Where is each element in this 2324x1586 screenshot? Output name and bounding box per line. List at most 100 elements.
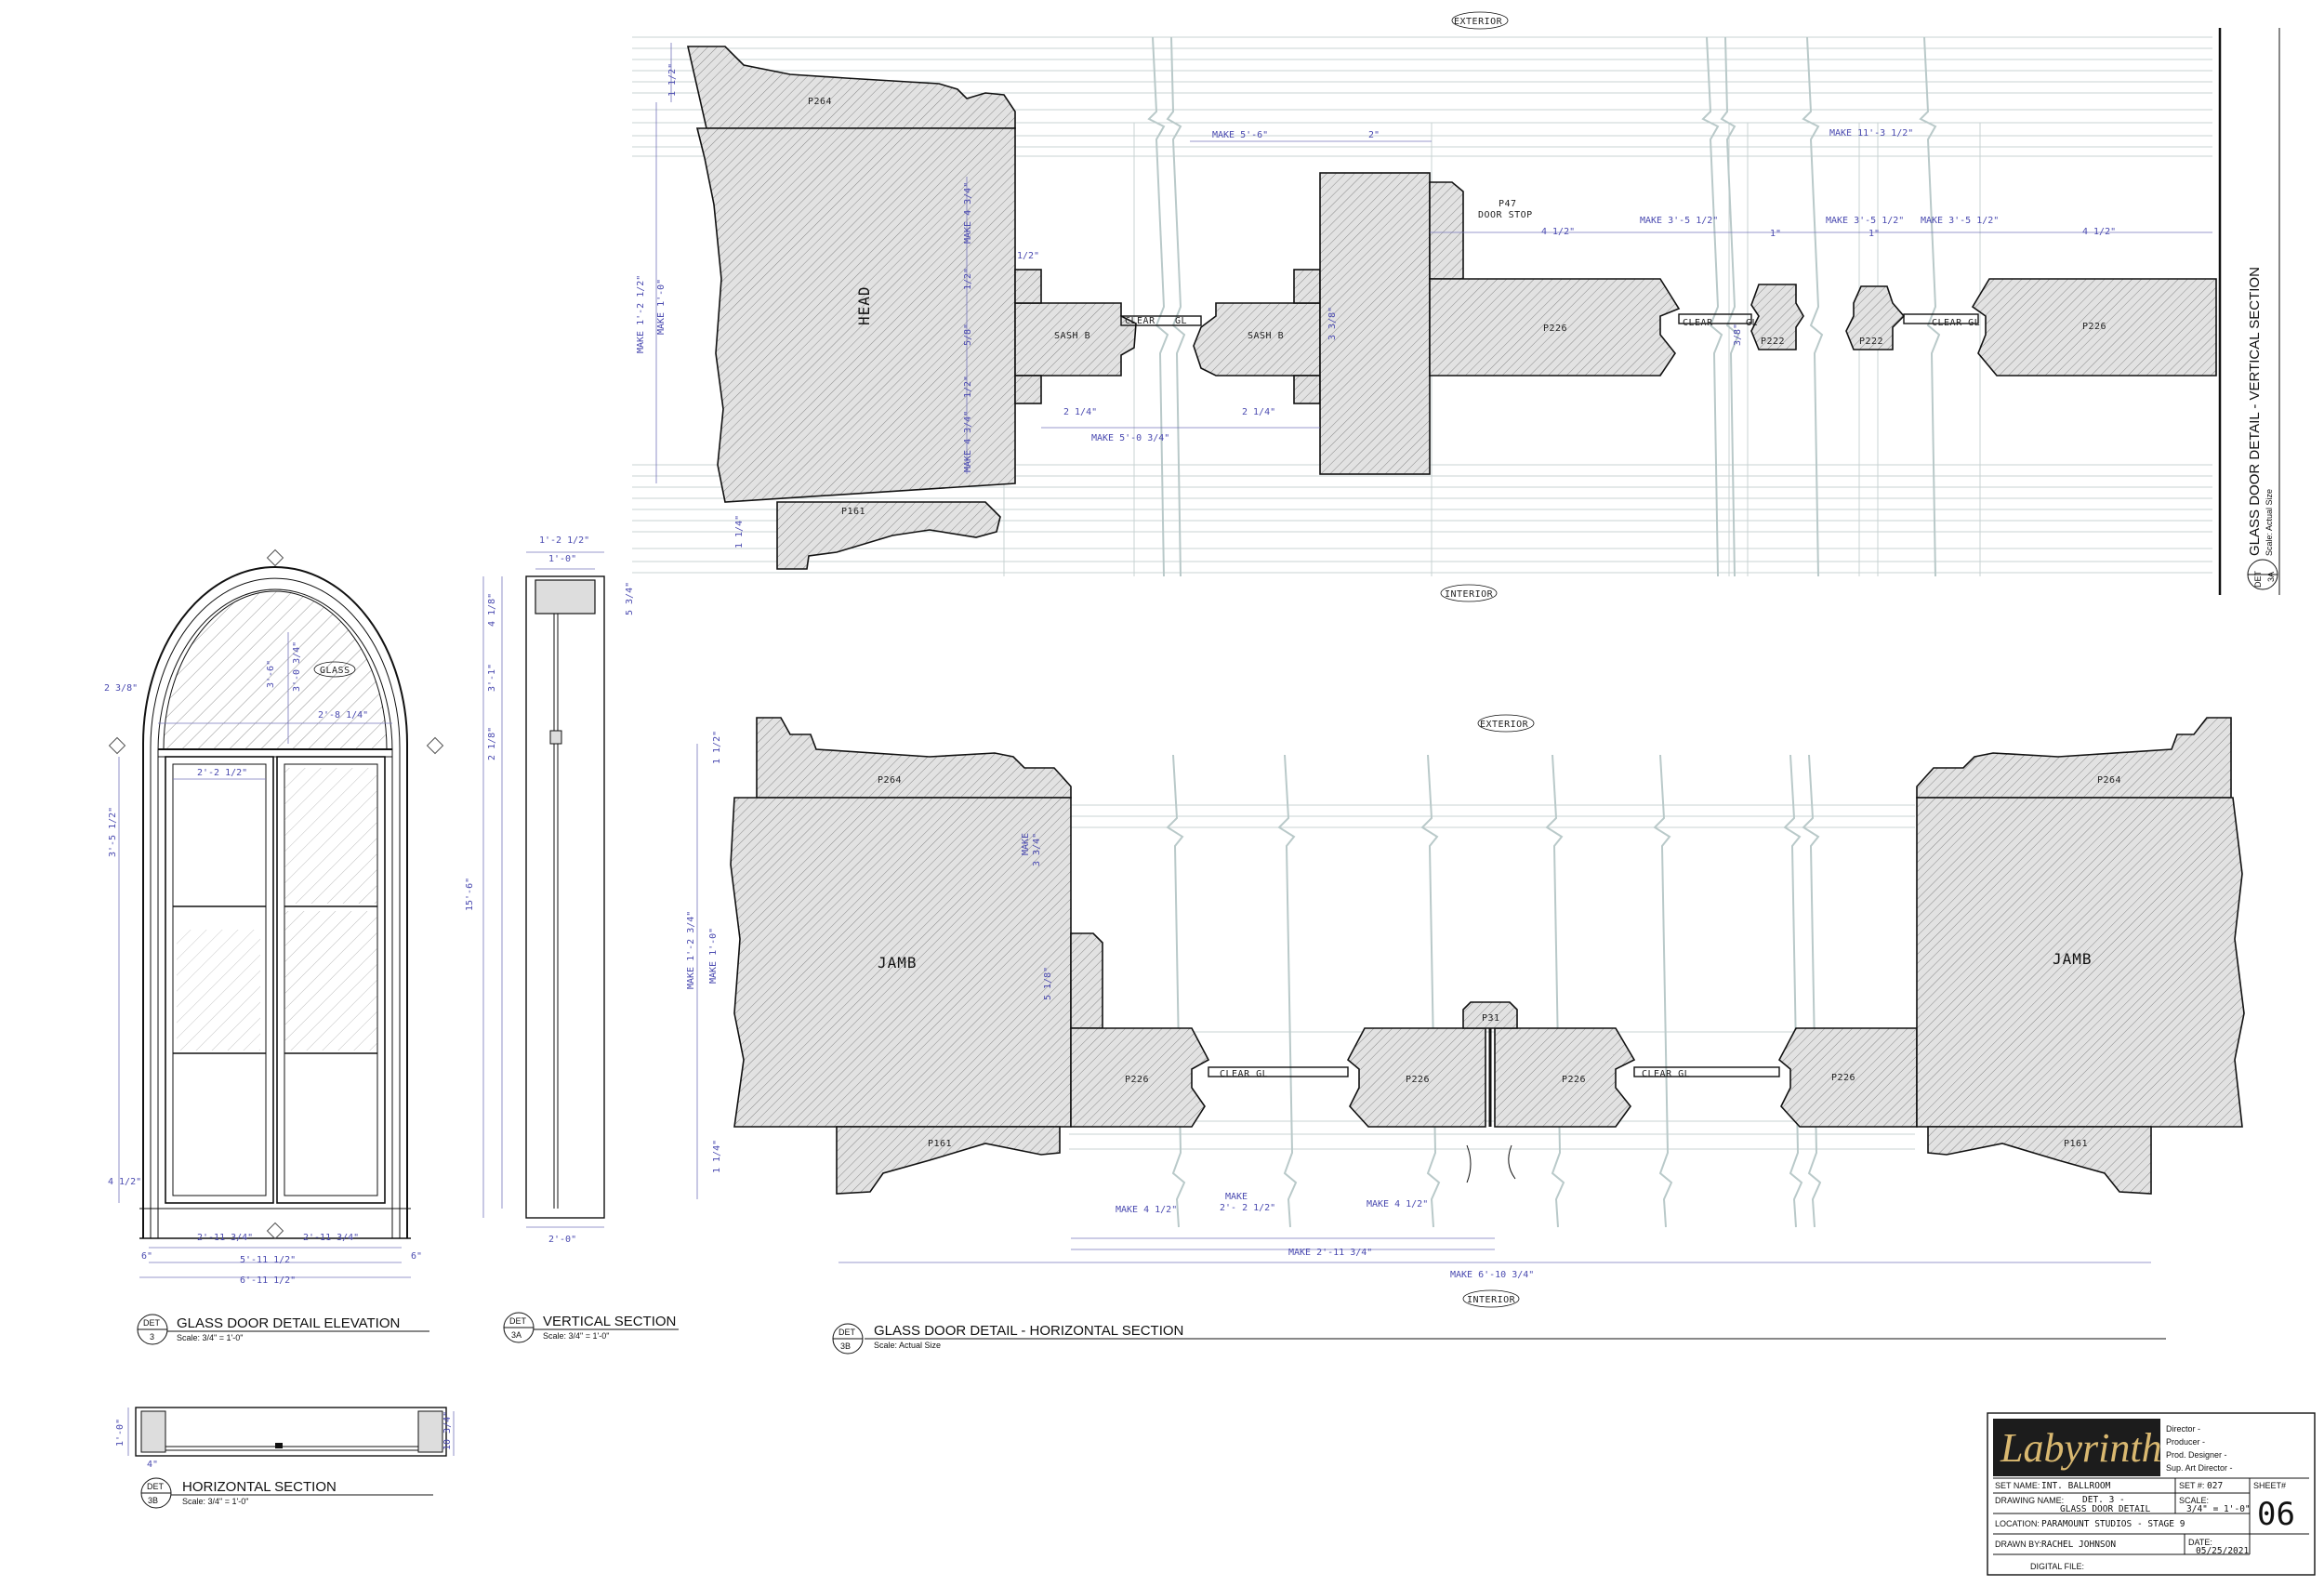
p264-right xyxy=(1916,717,2232,799)
p161-molding xyxy=(776,501,1001,570)
label-clear-gl-h2: CLEAR GL xyxy=(1642,1069,1690,1079)
elevation-scale: Scale: 3/4" = 1'-0" xyxy=(177,1333,243,1342)
label-sash-b-2: SASH B xyxy=(1248,331,1284,341)
dim-el-4-1-2: 4 1/2" xyxy=(108,1177,141,1187)
dim-el-2-8-1-4: 2'-8 1/4" xyxy=(318,710,368,720)
dim-2-1-4-a: 2 1/4" xyxy=(1063,407,1097,417)
jamb-left xyxy=(730,797,1072,1128)
dim-hs-1-0: 1'-0" xyxy=(115,1419,125,1447)
dim-el-5-11-1-2: 5'-11 1/2" xyxy=(240,1255,296,1265)
dim-h-make-2-a: MAKE xyxy=(1225,1192,1248,1202)
horizontal-section-small: 1'-0" 10 3/4" 4" DET 3B HORIZONTAL SECTI… xyxy=(115,1407,455,1509)
label-gl-2: GL xyxy=(1746,318,1758,328)
p226-piece-3 xyxy=(1494,1027,1636,1128)
label-p264: P264 xyxy=(808,97,832,107)
dim-vs-2-1-8: 2 1/8" xyxy=(487,727,497,760)
glass-strip-2 xyxy=(1678,313,1752,324)
dim-4-1-2-b: 4 1/2" xyxy=(2082,227,2116,237)
dim-vs-3-1: 3'-1" xyxy=(487,664,497,692)
dim-1-b: 1" xyxy=(1868,229,1880,239)
dim-make-3-5-1-2-a: MAKE 3'-5 1/2" xyxy=(1640,216,1718,226)
dim-1-1-2: 1 1/2" xyxy=(667,63,678,97)
p31-astragal xyxy=(1462,1001,1518,1029)
det-top-3a: DET xyxy=(2253,570,2263,588)
p161-left xyxy=(836,1126,1061,1195)
dim-el-6-11-1-2: 6'-11 1/2" xyxy=(240,1275,296,1286)
break-lines xyxy=(1166,754,1822,1228)
label-p47: P47 xyxy=(1499,199,1517,209)
p264-molding xyxy=(686,46,1016,129)
tb-location: PARAMOUNT STUDIOS - STAGE 9 xyxy=(2041,1519,2185,1529)
tb-scale: 3/4" = 1'-0" xyxy=(2186,1504,2251,1514)
dim-1-2-b: 1/2" xyxy=(963,268,973,290)
dim-vs-1-2-1-2: 1'-2 1/2" xyxy=(539,535,589,546)
det-top-vs: DET xyxy=(509,1316,527,1326)
stop-left xyxy=(1070,932,1103,1029)
dim-vs-2-0: 2'-0" xyxy=(548,1235,576,1245)
label-glass: GLASS xyxy=(320,666,350,676)
label-jamb-r: JAMB xyxy=(2053,950,2093,968)
tb-set-no-label: SET #: xyxy=(2179,1481,2204,1490)
label-clear-1: CLEAR xyxy=(1125,316,1155,326)
tb-prod-designer: Prod. Designer - xyxy=(2166,1450,2227,1460)
dim-h-make-1-0: MAKE 1'-0" xyxy=(708,928,719,984)
label-p31: P31 xyxy=(1482,1013,1500,1024)
dim-h-make-4-1-2-b: MAKE 4 1/2" xyxy=(1367,1199,1428,1209)
logo: Labyrinth xyxy=(2000,1425,2162,1471)
tb-director: Director - xyxy=(2166,1424,2200,1434)
dim-el-6-a: 6" xyxy=(141,1251,152,1262)
label-p264-l: P264 xyxy=(878,775,902,786)
dim-2-1-4-b: 2 1/4" xyxy=(1242,407,1275,417)
p222-1 xyxy=(1750,284,1804,350)
tb-producer: Producer - xyxy=(2166,1437,2205,1447)
label-clear-gl-3: CLEAR GL xyxy=(1932,318,1980,328)
horizontal-section-detail: P264 P264 JAMB JAMB P161 P161 P226 P226 … xyxy=(686,714,2245,1355)
label-head: HEAD xyxy=(855,285,873,325)
glass-strip-1 xyxy=(1120,315,1202,326)
dim-h-1-1-2: 1 1/2" xyxy=(712,731,722,764)
glass-strip-h2 xyxy=(1633,1066,1780,1077)
p226-rail-1 xyxy=(1429,278,1681,377)
label-p161-r: P161 xyxy=(2064,1139,2088,1149)
dim-h-make-6-10-3-4: MAKE 6'-10 3/4" xyxy=(1450,1270,1534,1280)
dim-h-make-1-2-3-4: MAKE 1'-2 3/4" xyxy=(686,911,696,989)
tb-sheet-no: 06 xyxy=(2257,1496,2295,1533)
tb-drawing-name-2: GLASS DOOR DETAIL xyxy=(2060,1504,2151,1514)
dim-hs-10-3-4: 10 3/4" xyxy=(442,1411,453,1450)
stop-top-2 xyxy=(1293,269,1321,304)
dim-el-3-5-1-2: 3'-5 1/2" xyxy=(108,807,118,857)
vertical-small-title: VERTICAL SECTION xyxy=(543,1314,676,1329)
label-p226-4: P226 xyxy=(1831,1073,1855,1083)
p161-right xyxy=(1927,1126,2152,1195)
dim-hs-4: 4" xyxy=(147,1460,158,1470)
p222-2 xyxy=(1845,285,1906,350)
horizontal-small-title-block: DET 3B HORIZONTAL SECTION Scale: 3/4" = … xyxy=(140,1477,433,1509)
vertical-section-detail: P264 HEAD P161 SASH B SASH B CLEAR GL P4… xyxy=(632,11,2280,602)
vertical-section-title-block: DET 3A GLASS DOOR DETAIL - VERTICAL SECT… xyxy=(2247,28,2280,595)
p264-left xyxy=(756,717,1072,799)
label-p264-r: P264 xyxy=(2097,775,2121,786)
vertical-small-scale: Scale: 3/4" = 1'-0" xyxy=(543,1331,609,1341)
p226-piece-1 xyxy=(1070,1027,1210,1128)
dim-vs-4-1-8: 4 1/8" xyxy=(487,593,497,627)
label-p226-2: P226 xyxy=(2082,322,2106,332)
dim-make-4-3-4-a: MAKE 4 3/4" xyxy=(963,182,973,244)
dim-make-1-2-1-2: MAKE 1'-2 1/2" xyxy=(636,275,646,353)
label-sash-b-1: SASH B xyxy=(1054,331,1090,341)
tb-drawn-by: RACHEL JOHNSON xyxy=(2041,1540,2116,1550)
label-gl-1: GL xyxy=(1175,316,1187,326)
p226-rail-2 xyxy=(1971,278,2217,377)
dim-make-3-5-1-2-b: MAKE 3'-5 1/2" xyxy=(1826,216,1904,226)
dim-h-make-b: 3 3/4" xyxy=(1032,833,1042,866)
tb-sup-art-director: Sup. Art Director - xyxy=(2166,1463,2233,1473)
vertical-section-title: GLASS DOOR DETAIL - VERTICAL SECTION xyxy=(2247,267,2263,556)
horizontal-section-title-block: DET 3B GLASS DOOR DETAIL - HORIZONTAL SE… xyxy=(832,1323,2166,1355)
label-p222-2: P222 xyxy=(1859,337,1883,347)
vertical-section-scale: Scale: Actual Size xyxy=(2265,489,2274,556)
det-top-3b: DET xyxy=(838,1328,856,1337)
dim-el-3-6: 3'-6" xyxy=(266,660,276,688)
sash-b-1 xyxy=(1014,302,1137,377)
label-p226-3: P226 xyxy=(1562,1075,1586,1085)
stop-top-1 xyxy=(1014,269,1042,304)
tb-location-label: LOCATION: xyxy=(1995,1519,2040,1528)
